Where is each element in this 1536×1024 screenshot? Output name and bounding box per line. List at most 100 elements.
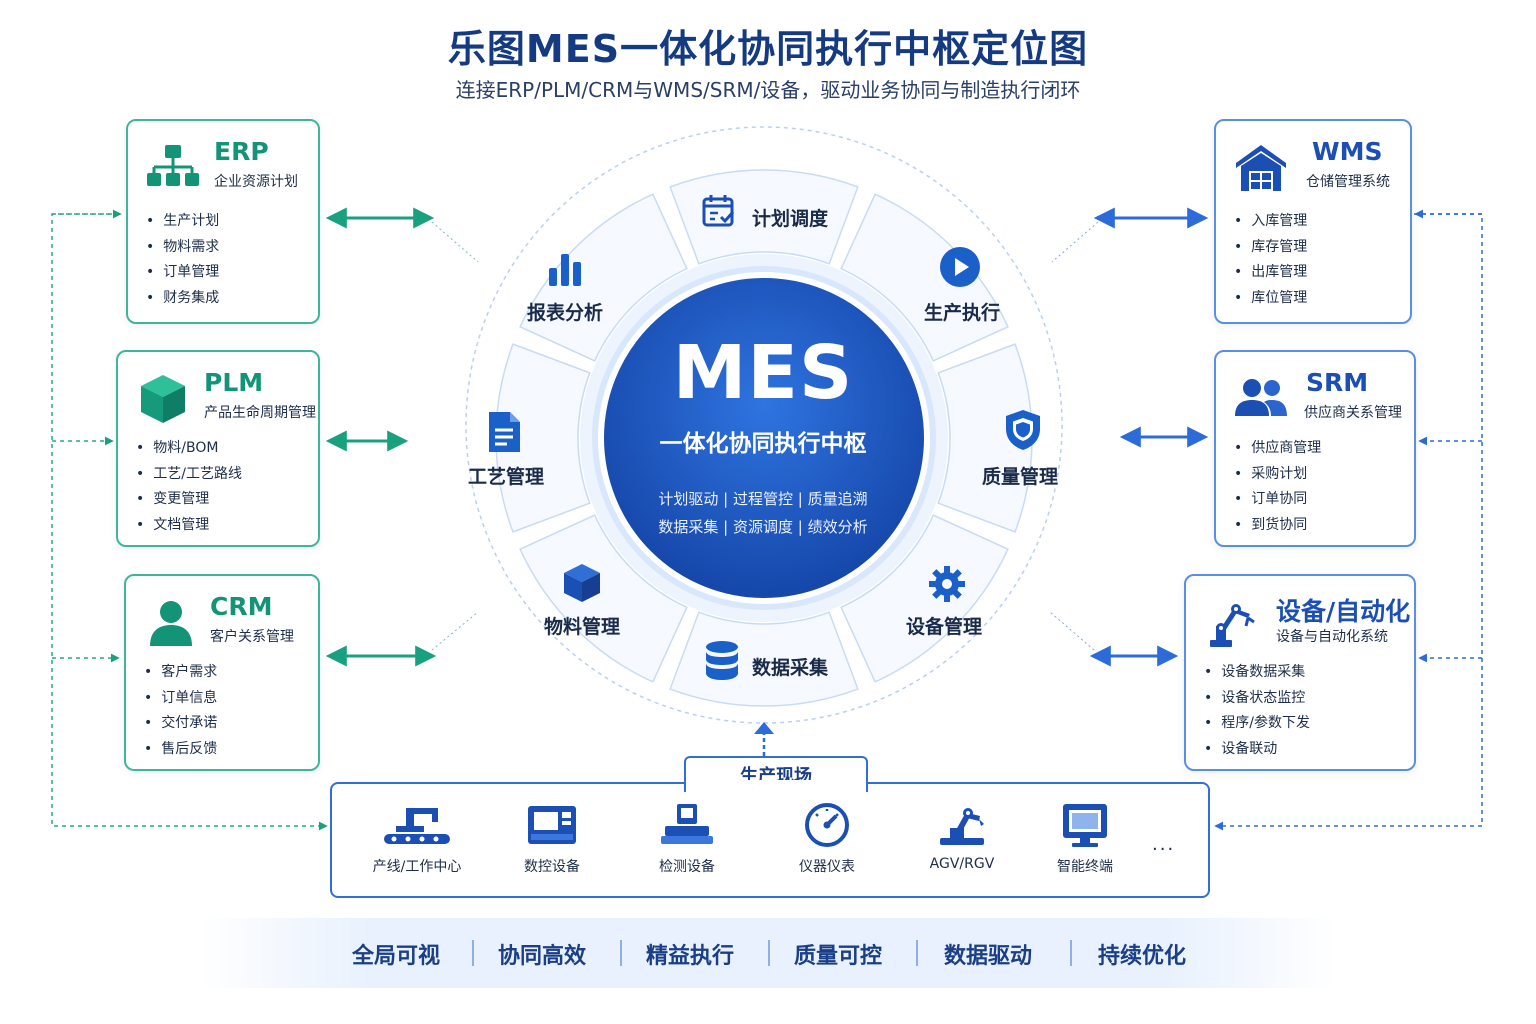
shopfloor-item[interactable]: 数控设备 [487,784,617,876]
document-icon [486,410,522,458]
card-equipment-name: 设备/自动化 [1276,597,1411,626]
list-item: 供应商管理 [1234,436,1321,462]
list-item: 到货协同 [1234,513,1321,539]
footer-item: 数据驱动 [944,944,1033,969]
list-item: 程序/参数下发 [1204,711,1310,737]
cnc-machine-icon [528,806,576,844]
card-erp[interactable]: ERP 企业资源计划 生产计划 物料需求 订单管理 财务集成 [126,119,320,324]
list-item: 生产计划 [146,209,219,235]
card-plm-name: PLM [204,368,264,397]
module-label[interactable]: 设备管理 [906,616,983,638]
shopfloor-item-label: 仪器仪表 [799,859,855,875]
module-label[interactable]: 报表分析 [527,302,604,324]
list-item: 售后反馈 [144,737,217,763]
card-srm-list: 供应商管理 采购计划 订单协同 到货协同 [1234,436,1321,538]
shield-icon [1003,408,1043,456]
list-item: 物料需求 [146,235,219,261]
list-item: 设备数据采集 [1204,660,1310,686]
shopfloor-item[interactable]: 仪器仪表 [762,784,892,876]
card-wms-list: 入库管理 库存管理 出库管理 库位管理 [1234,209,1307,311]
card-erp-list: 生产计划 物料需求 订单管理 财务集成 [146,209,219,311]
shopfloor-item[interactable]: 检测设备 [622,784,752,876]
card-equipment-desc: 设备与自动化系统 [1276,629,1388,645]
list-item: 交付承诺 [144,711,217,737]
gauge-icon [805,803,849,847]
module-sector [840,193,1009,362]
shopfloor-item-label: 检测设备 [659,859,715,875]
module-sector [519,514,688,683]
cube-icon [562,562,602,608]
list-item: 变更管理 [136,487,242,513]
gear-icon [927,564,967,608]
module-label[interactable]: 质量管理 [982,466,1059,488]
footer-divider [1070,940,1072,966]
users-icon [1235,379,1287,416]
shopfloor-item-label: AGV/RGV [929,856,995,872]
card-crm[interactable]: CRM 客户关系管理 客户需求 订单信息 交付承诺 售后反馈 [124,574,320,771]
footer-item: 全局可视 [352,944,441,969]
module-label[interactable]: 计划调度 [752,208,829,230]
shopfloor-item-label: 产线/工作中心 [372,859,462,875]
footer-item: 协同高效 [498,944,587,969]
page-title: 乐图MES一体化协同执行中枢定位图 [447,27,1089,71]
hub-capabilities-line2: 数据采集 | 资源调度 | 绩效分析 [658,518,868,536]
card-srm[interactable]: SRM 供应商关系管理 供应商管理 采购计划 订单协同 到货协同 [1214,350,1416,547]
cube-icon [141,375,185,423]
footer-item: 持续优化 [1098,944,1187,969]
calendar-check-icon [700,192,738,234]
card-crm-desc: 客户关系管理 [210,629,294,645]
list-item: 设备状态监控 [1204,686,1310,712]
list-item: 库存管理 [1234,235,1307,261]
card-wms-desc: 仓储管理系统 [1306,174,1390,190]
list-item: 订单管理 [146,260,219,286]
mes-hub-circle [598,272,930,604]
agv-robot-icon [940,808,984,845]
shopfloor-item[interactable]: AGV/RGV [897,784,1027,872]
hub-capabilities-line1: 计划驱动 | 过程管控 | 质量追溯 [658,490,868,508]
shopfloor-more: ... [1152,834,1176,855]
card-wms-name: WMS [1312,137,1383,166]
card-equipment[interactable]: 设备/自动化 设备与自动化系统 设备数据采集 设备状态监控 程序/参数下发 设备… [1184,574,1416,771]
card-equipment-list: 设备数据采集 设备状态监控 程序/参数下发 设备联动 [1204,660,1310,762]
footer-item: 精益执行 [646,944,735,969]
module-sector [495,343,591,533]
list-item: 库位管理 [1234,286,1307,312]
shopfloor-up-arrow [754,722,774,734]
footer-divider [620,940,622,966]
module-sector [937,343,1033,533]
list-item: 文档管理 [136,513,242,539]
module-label[interactable]: 数据采集 [752,657,829,679]
warehouse-icon [1236,145,1286,191]
card-crm-list: 客户需求 订单信息 交付承诺 售后反馈 [144,660,217,762]
hub-subtitle: 一体化协同执行中枢 [659,431,867,457]
shopfloor-item-label: 智能终端 [1057,859,1113,875]
database-icon [704,640,740,686]
list-item: 采购计划 [1234,462,1321,488]
list-item: 工艺/工艺路线 [136,462,242,488]
list-item: 财务集成 [146,286,219,312]
list-item: 订单信息 [144,686,217,712]
list-item: 客户需求 [144,660,217,686]
shopfloor-item[interactable]: 智能终端 [1020,784,1150,876]
card-erp-desc: 企业资源计划 [214,174,298,190]
card-plm[interactable]: PLM 产品生命周期管理 物料/BOM 工艺/工艺路线 变更管理 文档管理 [116,350,320,547]
page-subtitle: 连接ERP/PLM/CRM与WMS/SRM/设备，驱动业务协同与制造执行闭环 [455,78,1081,102]
module-label[interactable]: 工艺管理 [468,466,545,488]
module-sector [840,514,1009,683]
card-srm-desc: 供应商关系管理 [1304,405,1402,421]
robot-arm-icon [1210,604,1255,647]
module-label[interactable]: 生产执行 [924,302,1001,324]
shopfloor-panel: 产线/工作中心 数控设备 检测设备 仪器仪表 AGV/RGV 智能终端 ... [330,782,1210,898]
module-label[interactable]: 物料管理 [544,616,621,638]
list-item: 设备联动 [1204,737,1310,763]
list-item: 入库管理 [1234,209,1307,235]
play-icon [938,245,982,293]
inspection-device-icon [661,804,713,844]
org-chart-icon [147,145,199,186]
terminal-icon [1063,804,1107,847]
card-wms[interactable]: WMS 仓储管理系统 入库管理 库存管理 出库管理 库位管理 [1214,119,1412,324]
bar-chart-icon [546,250,584,292]
shopfloor-item[interactable]: 产线/工作中心 [352,784,482,876]
card-crm-name: CRM [210,592,273,621]
